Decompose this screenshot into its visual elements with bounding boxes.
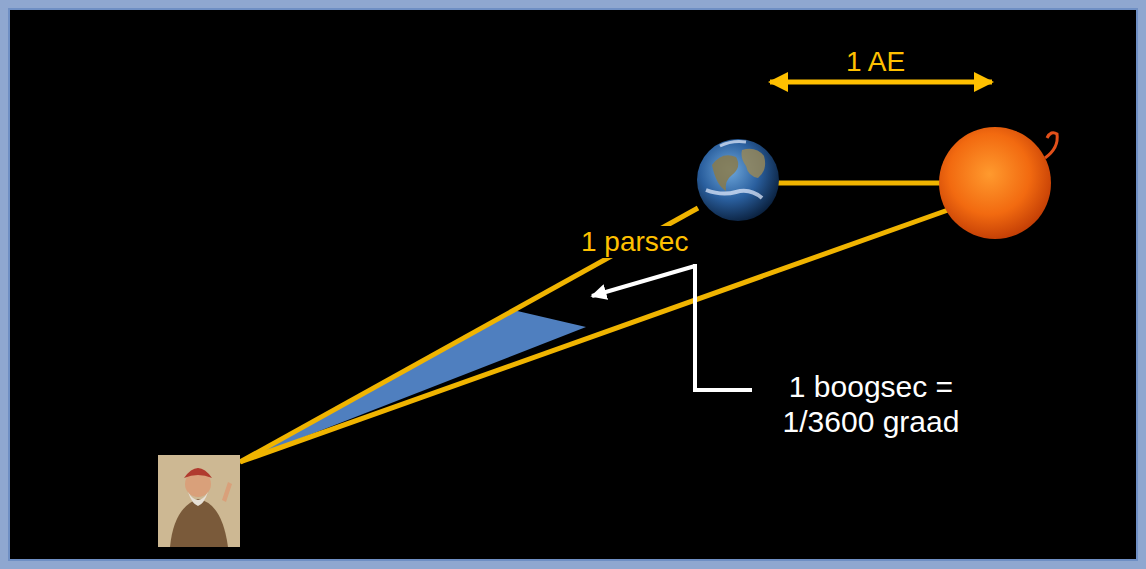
ptolemy-portrait	[158, 455, 240, 547]
distance-label: 1 parsec	[578, 226, 691, 258]
portrait-ground	[158, 455, 240, 547]
earth-cloud	[720, 142, 746, 147]
sight-line-earth	[240, 208, 698, 462]
sun-prominence	[1045, 133, 1057, 158]
angle-note: 1 boogsec = 1/3600 graad	[762, 370, 980, 439]
leader-line	[693, 266, 752, 390]
portrait-robe	[170, 499, 228, 547]
earth-globe	[697, 139, 779, 221]
earth-sun-line	[770, 181, 948, 186]
angle-wedge	[240, 310, 586, 462]
portrait-hat	[184, 468, 212, 478]
earth-cloud	[706, 190, 762, 198]
earth-picture	[697, 139, 779, 221]
earth-land	[712, 155, 738, 191]
portrait-hand	[222, 482, 232, 502]
earth-land	[742, 149, 766, 178]
portrait-beard	[188, 492, 208, 506]
dimension-label: 1 AE	[843, 46, 908, 78]
sun-disc	[939, 127, 1051, 239]
slide-ground	[9, 9, 1137, 560]
leader-arrow	[592, 266, 695, 296]
sun-picture	[939, 127, 1057, 239]
dimension-arrow	[770, 80, 992, 85]
